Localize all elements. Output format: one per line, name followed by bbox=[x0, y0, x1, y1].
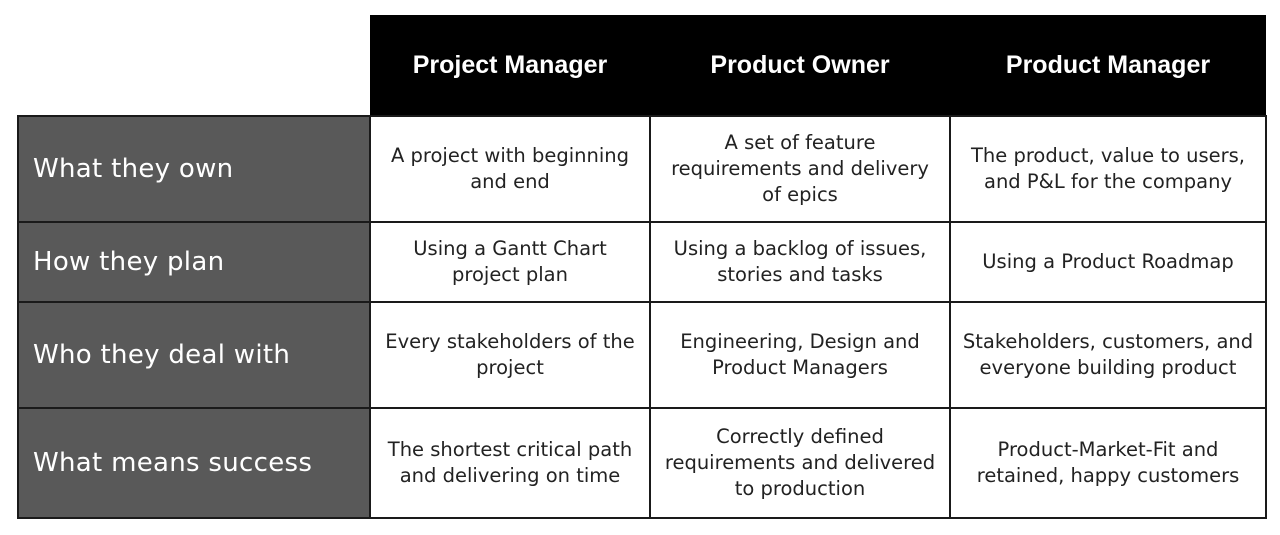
table-cell: A project with beginning and end bbox=[369, 115, 651, 223]
corner-cell bbox=[18, 15, 370, 116]
table-cell: Correctly defined requirements and deliv… bbox=[649, 407, 951, 519]
table-cell: Engineering, Design and Product Managers bbox=[649, 301, 951, 409]
row-header-what-means-success: What means success bbox=[17, 407, 371, 519]
table-cell: Using a Gantt Chart project plan bbox=[369, 221, 651, 303]
table-cell: The shortest critical path and deliverin… bbox=[369, 407, 651, 519]
row-header-who-they-deal-with: Who they deal with bbox=[17, 301, 371, 409]
table-cell: Product-Market-Fit and retained, happy c… bbox=[949, 407, 1267, 519]
table-row: Who they deal with Every stakeholders of… bbox=[17, 301, 1267, 409]
column-header-product-manager: Product Manager bbox=[950, 15, 1266, 116]
column-header-product-owner: Product Owner bbox=[650, 15, 950, 116]
table-row: How they plan Using a Gantt Chart projec… bbox=[17, 221, 1267, 303]
table-cell: A set of feature requirements and delive… bbox=[649, 115, 951, 223]
table-row: What they own A project with beginning a… bbox=[17, 115, 1267, 223]
table-cell: The product, value to users, and P&L for… bbox=[949, 115, 1267, 223]
row-header-how-they-plan: How they plan bbox=[17, 221, 371, 303]
column-header-project-manager: Project Manager bbox=[370, 15, 650, 116]
table-cell: Every stakeholders of the project bbox=[369, 301, 651, 409]
table-cell: Stakeholders, customers, and everyone bu… bbox=[949, 301, 1267, 409]
comparison-table: Project Manager Product Owner Product Ma… bbox=[17, 15, 1267, 519]
table-cell: Using a backlog of issues, stories and t… bbox=[649, 221, 951, 303]
header-row: Project Manager Product Owner Product Ma… bbox=[18, 15, 1266, 116]
table-cell: Using a Product Roadmap bbox=[949, 221, 1267, 303]
table-row: What means success The shortest critical… bbox=[17, 407, 1267, 519]
row-header-what-they-own: What they own bbox=[17, 115, 371, 223]
